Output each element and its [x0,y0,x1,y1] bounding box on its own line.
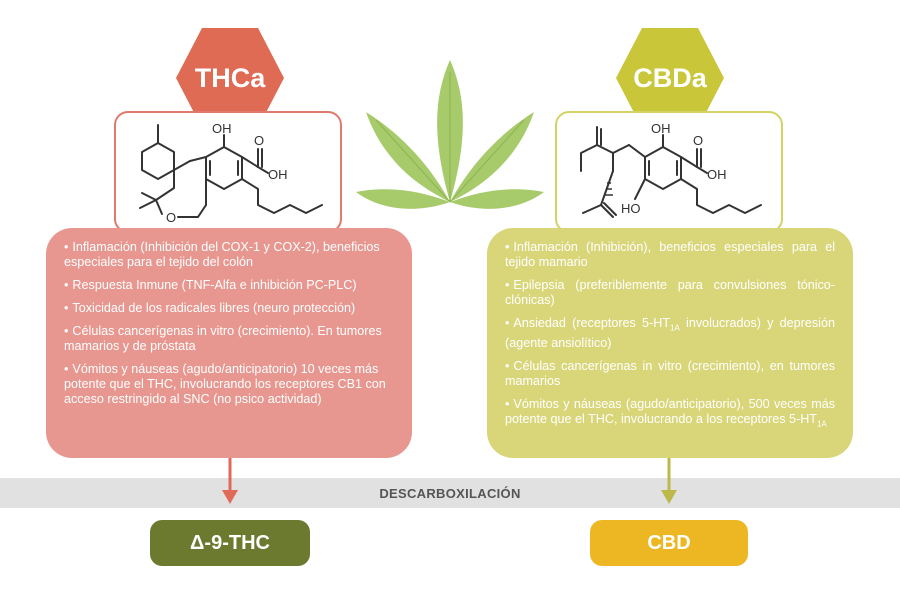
cbda-atom-cooh-o: O [693,133,703,148]
list-item: Respuesta Inmune (TNF-Alfa e inhibición … [64,278,394,293]
anxiety-text-start: Ansiedad (receptores 5-HT [513,316,671,330]
receptor-subscript: 1A [816,419,827,429]
cbda-hexagon: CBDa [614,26,726,130]
thca-atom-cooh-oh: OH [268,167,288,182]
thca-title: THCa [194,62,266,93]
list-item: Vómitos y náuseas (agudo/anticipatorio) … [64,362,394,407]
thca-atom-ring-o: O [166,210,176,225]
receptor-subscript: 1A [670,323,680,333]
list-item: Células cancerígenas in vitro (crecimien… [505,359,835,389]
thc-result-label: Δ-9-THC [190,531,270,554]
thca-effects-box: Inflamación (Inhibición del COX-1 y COX-… [46,228,412,458]
cbda-structure-diagram: OH O OH HO [580,121,762,218]
thca-arrow [220,458,240,506]
cbda-atom-ho: HO [621,201,641,216]
thca-atom-cooh-o: O [254,133,264,148]
thca-molecule-box: OH O OH O [114,111,342,233]
list-item: Toxicidad de los radicales libres (neuro… [64,301,394,316]
thca-atom-oh: OH [212,121,232,136]
cbda-atom-oh-top: OH [651,121,671,136]
cbda-effects-box: Inflamación (Inhibición), beneficios esp… [487,228,853,458]
list-item: Inflamación (Inhibición del COX-1 y COX-… [64,240,394,270]
cannabis-leaf-icon [352,52,548,252]
cbda-atom-cooh-oh: OH [707,167,727,182]
thc-result-pill: Δ-9-THC [150,520,310,566]
thca-structure-diagram: OH O OH O [139,121,323,225]
anxiety-text-end: involucrados) y depresión (agente ansiol… [505,316,835,350]
thca-effects-list: Inflamación (Inhibición del COX-1 y COX-… [64,240,394,407]
decarboxylation-band: DESCARBOXILACIÓN [0,478,900,508]
thca-hexagon: THCa [174,26,286,130]
vomit-text: Vómitos y náuseas (agudo/anticipatorio),… [505,396,835,426]
list-item: Inflamación (Inhibición), beneficios esp… [505,240,835,270]
cbda-molecule-box: OH O OH HO [555,111,783,233]
cbd-result-label: CBD [647,531,691,554]
list-item: Epilepsia (preferiblemente para convulsi… [505,278,835,308]
list-item: Vómitos y náuseas (agudo/anticipatorio),… [505,397,835,432]
cbda-effects-list: Inflamación (Inhibición), beneficios esp… [505,240,835,431]
list-item: Ansiedad (receptores 5-HT1A involucrados… [505,316,835,351]
cbda-arrow [659,458,679,506]
decarboxylation-label: DESCARBOXILACIÓN [379,485,521,501]
cbda-title: CBDa [633,62,707,93]
cbd-result-pill: CBD [590,520,748,566]
list-item: Células cancerígenas in vitro (crecimien… [64,324,394,354]
